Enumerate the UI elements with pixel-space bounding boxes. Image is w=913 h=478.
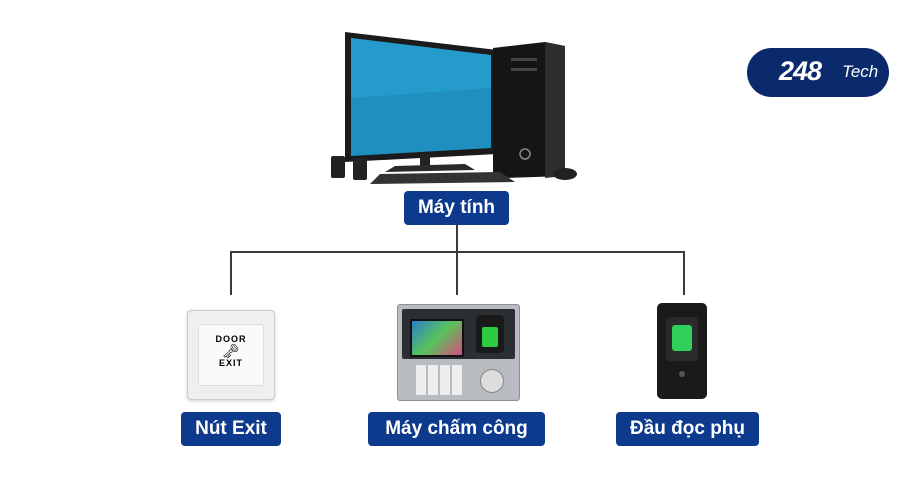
logo-number: 248 <box>779 56 822 86</box>
exit-button-image: DOOR 🗝 EXIT <box>187 310 275 400</box>
connector-vertical-top <box>456 225 458 252</box>
computer-image <box>331 32 577 184</box>
reader-image <box>657 303 707 399</box>
connector-center <box>456 251 458 295</box>
key-icon: 🗝 <box>222 343 240 359</box>
brand-logo: 248 Tech <box>747 48 889 97</box>
connector-left <box>230 251 232 295</box>
node-label-reader: Đầu đọc phụ <box>616 412 759 446</box>
time-clock-image <box>397 304 520 401</box>
door-text: DOOR <box>215 334 247 344</box>
node-label-computer: Máy tính <box>404 191 509 225</box>
exit-text: EXIT <box>218 358 243 368</box>
node-label-exit-button: Nút Exit <box>181 412 281 446</box>
logo-suffix: Tech <box>842 62 879 81</box>
node-label-time-clock: Máy chấm công <box>368 412 545 446</box>
connector-right <box>683 251 685 295</box>
